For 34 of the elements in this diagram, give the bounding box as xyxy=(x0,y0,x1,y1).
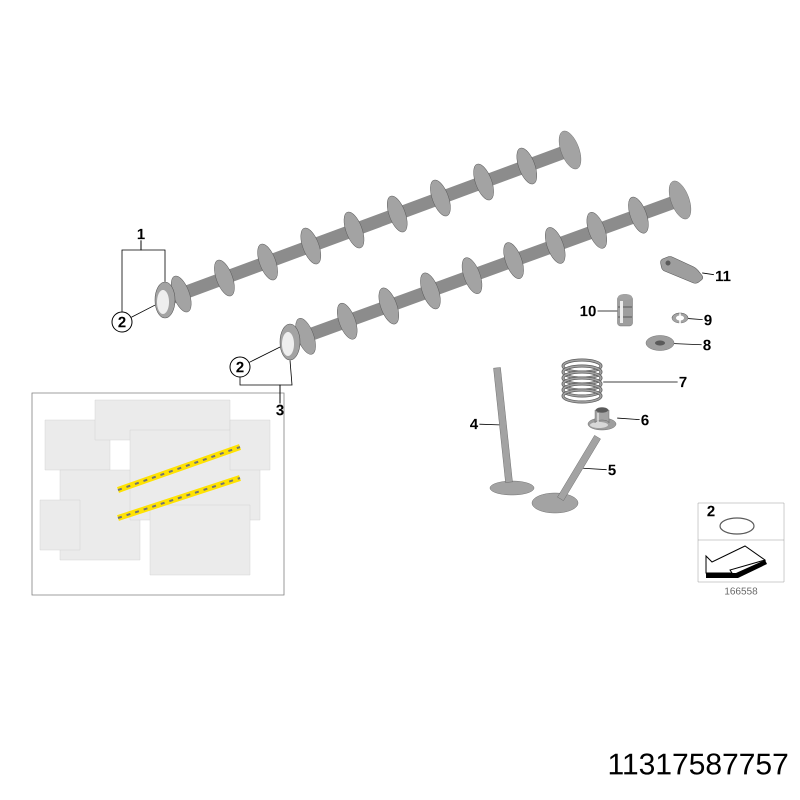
leader-line xyxy=(674,343,702,346)
valve-keeper-drawing xyxy=(672,312,688,324)
leader-line xyxy=(122,240,142,312)
leader-line xyxy=(616,418,640,420)
valve-drawing xyxy=(490,367,534,496)
leader-line xyxy=(240,377,280,404)
callout-number: 8 xyxy=(703,340,711,350)
callout-number: 1 xyxy=(138,228,145,240)
callout-number: 7 xyxy=(679,376,687,388)
valve-spring-drawing xyxy=(562,358,602,404)
lifter-drawing xyxy=(617,294,633,326)
callout-number: 10 xyxy=(580,306,596,316)
camshaft-end-drawing xyxy=(280,324,300,360)
leader-line xyxy=(597,310,618,312)
spring-retainer-drawing xyxy=(646,335,674,351)
leader-line xyxy=(582,468,608,470)
rocker-arm-drawing xyxy=(660,256,704,284)
callout-number: 3 xyxy=(276,404,284,416)
valve-drawing xyxy=(532,435,601,514)
callout-number: 2 xyxy=(707,506,715,516)
callout-number: 9 xyxy=(704,314,712,326)
leader-line xyxy=(702,272,714,276)
leader-line xyxy=(249,346,280,363)
drawing-number: 166558 xyxy=(725,587,758,595)
callout-number: 5 xyxy=(608,464,616,476)
callout-number: 6 xyxy=(641,414,649,426)
camshaft-end-drawing xyxy=(154,282,176,318)
callout-number: 4 xyxy=(470,418,478,430)
valve-seal-drawing xyxy=(588,407,616,430)
leader-line xyxy=(478,424,500,426)
part-number: 11317587757 xyxy=(610,753,788,775)
leader-line xyxy=(130,304,156,318)
callout-number: 11 xyxy=(716,270,731,282)
leader-line xyxy=(688,318,704,320)
